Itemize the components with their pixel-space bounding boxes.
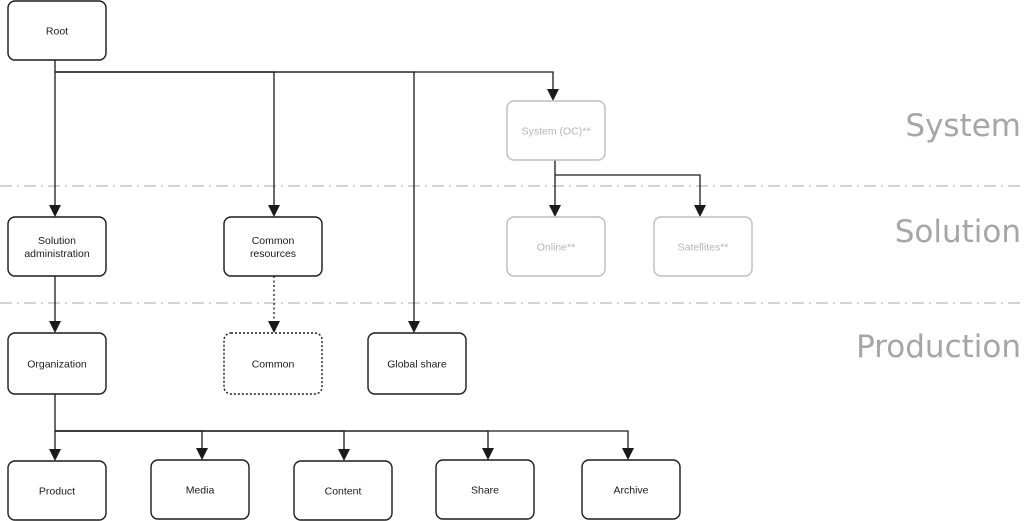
- edge-organization-to-product: [49, 394, 61, 461]
- edge-root-to-system_oc: [55, 71, 559, 101]
- node-label: Organization: [27, 359, 87, 371]
- edge-root-to-common_resources: [55, 71, 280, 217]
- edge-organization-to-archive: [55, 430, 634, 460]
- node-root[interactable]: Root: [7, 0, 107, 61]
- layer-label-production: Production: [856, 329, 1021, 365]
- node-label: Root: [46, 26, 68, 38]
- node-system-oc[interactable]: System (OC)**: [506, 100, 606, 161]
- edge-root-to-solution_admin: [49, 60, 61, 217]
- node-box: [223, 332, 323, 395]
- node-box: [7, 216, 107, 277]
- node-satellites[interactable]: Satellites**: [653, 216, 753, 277]
- edge-organization-to-share: [55, 430, 494, 460]
- node-online[interactable]: Online**: [506, 216, 606, 277]
- layer-label-system: System: [905, 108, 1021, 144]
- node-box: [653, 216, 753, 277]
- arrowhead-icon: [268, 321, 280, 333]
- node-label: Archive: [613, 485, 648, 497]
- edge-common_resources-to-common: [268, 276, 280, 333]
- arrowhead-icon: [49, 205, 61, 217]
- node-box: [7, 460, 107, 521]
- edge-solution_admin-to-organization: [49, 276, 61, 333]
- node-label: Product: [39, 486, 75, 498]
- arrowhead-icon: [622, 448, 634, 460]
- node-label: Content: [325, 486, 362, 498]
- node-label: Common: [252, 359, 295, 371]
- node-label: Common: [252, 235, 295, 247]
- node-share[interactable]: Share: [435, 459, 535, 520]
- node-box: [223, 216, 323, 277]
- arrowhead-icon: [268, 205, 280, 217]
- edge-root-to-global_share: [55, 71, 420, 333]
- node-box: [435, 459, 535, 520]
- node-content[interactable]: Content: [293, 460, 393, 521]
- node-common[interactable]: Common: [223, 332, 323, 395]
- node-label: Solution: [38, 235, 76, 247]
- layer-label-solution: Solution: [895, 214, 1021, 250]
- arrowhead-icon: [408, 321, 420, 333]
- node-organization[interactable]: Organization: [7, 332, 107, 395]
- node-archive[interactable]: Archive: [581, 459, 681, 520]
- arrowhead-icon: [49, 449, 61, 461]
- node-box: [7, 0, 107, 61]
- node-media[interactable]: Media: [150, 459, 250, 520]
- arrowhead-icon: [482, 448, 494, 460]
- arrowhead-icon: [547, 89, 559, 101]
- connectors: [49, 60, 706, 461]
- node-box: [7, 332, 107, 395]
- node-box: [506, 216, 606, 277]
- edge-organization-to-media: [55, 430, 208, 460]
- layer-separators: [0, 185, 1024, 304]
- node-box: [293, 460, 393, 521]
- node-label: resources: [250, 248, 296, 260]
- arrowhead-icon: [49, 321, 61, 333]
- node-box: [150, 459, 250, 520]
- node-product[interactable]: Product: [7, 460, 107, 521]
- edge-system_oc-to-satellites: [555, 174, 706, 217]
- node-box: [581, 459, 681, 520]
- node-label: Share: [471, 485, 499, 497]
- node-box: [367, 332, 467, 395]
- edge-system_oc-to-online: [549, 160, 561, 217]
- arrowhead-icon: [694, 205, 706, 217]
- node-label: Online**: [537, 242, 576, 254]
- node-label: administration: [24, 248, 90, 260]
- node-label: Media: [186, 485, 215, 497]
- node-global-share[interactable]: Global share: [367, 332, 467, 395]
- arrowhead-icon: [196, 448, 208, 460]
- node-label: Global share: [387, 359, 447, 371]
- node-label: Satellites**: [678, 242, 729, 254]
- node-label: System (OC)**: [522, 126, 591, 138]
- arrowhead-icon: [338, 449, 350, 461]
- arrowhead-icon: [549, 205, 561, 217]
- node-box: [506, 100, 606, 161]
